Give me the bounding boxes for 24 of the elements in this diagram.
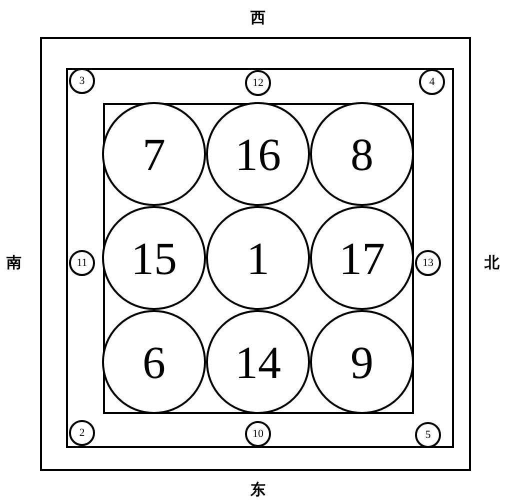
square-frame (40, 37, 471, 471)
numbered-circle: 9 (310, 310, 414, 414)
compass-label: 南 (6, 256, 22, 270)
numbered-circle: 14 (206, 310, 310, 414)
numbered-circle: 15 (102, 206, 206, 310)
numbered-circle: 16 (206, 102, 310, 206)
compass-label: 西 (250, 10, 266, 26)
numbered-circle: 7 (102, 102, 206, 206)
numbered-circle: 12 (245, 70, 271, 96)
numbered-circle: 10 (245, 421, 271, 447)
numbered-circle: 8 (310, 102, 414, 206)
numbered-circle: 13 (415, 250, 441, 276)
numbered-circle: 17 (310, 206, 414, 310)
square-frame (103, 103, 414, 414)
numbered-circle: 6 (102, 310, 206, 414)
numbered-circle: 5 (415, 422, 441, 448)
numbered-circle: 4 (419, 69, 445, 95)
compass-label: 东 (250, 482, 266, 498)
numbered-circle: 3 (69, 68, 95, 94)
compass-label: 北 (484, 256, 500, 270)
square-frame (66, 68, 454, 448)
numbered-circle: 1 (206, 206, 310, 310)
numbered-circle: 2 (69, 420, 95, 446)
numbered-circle: 11 (69, 250, 95, 276)
